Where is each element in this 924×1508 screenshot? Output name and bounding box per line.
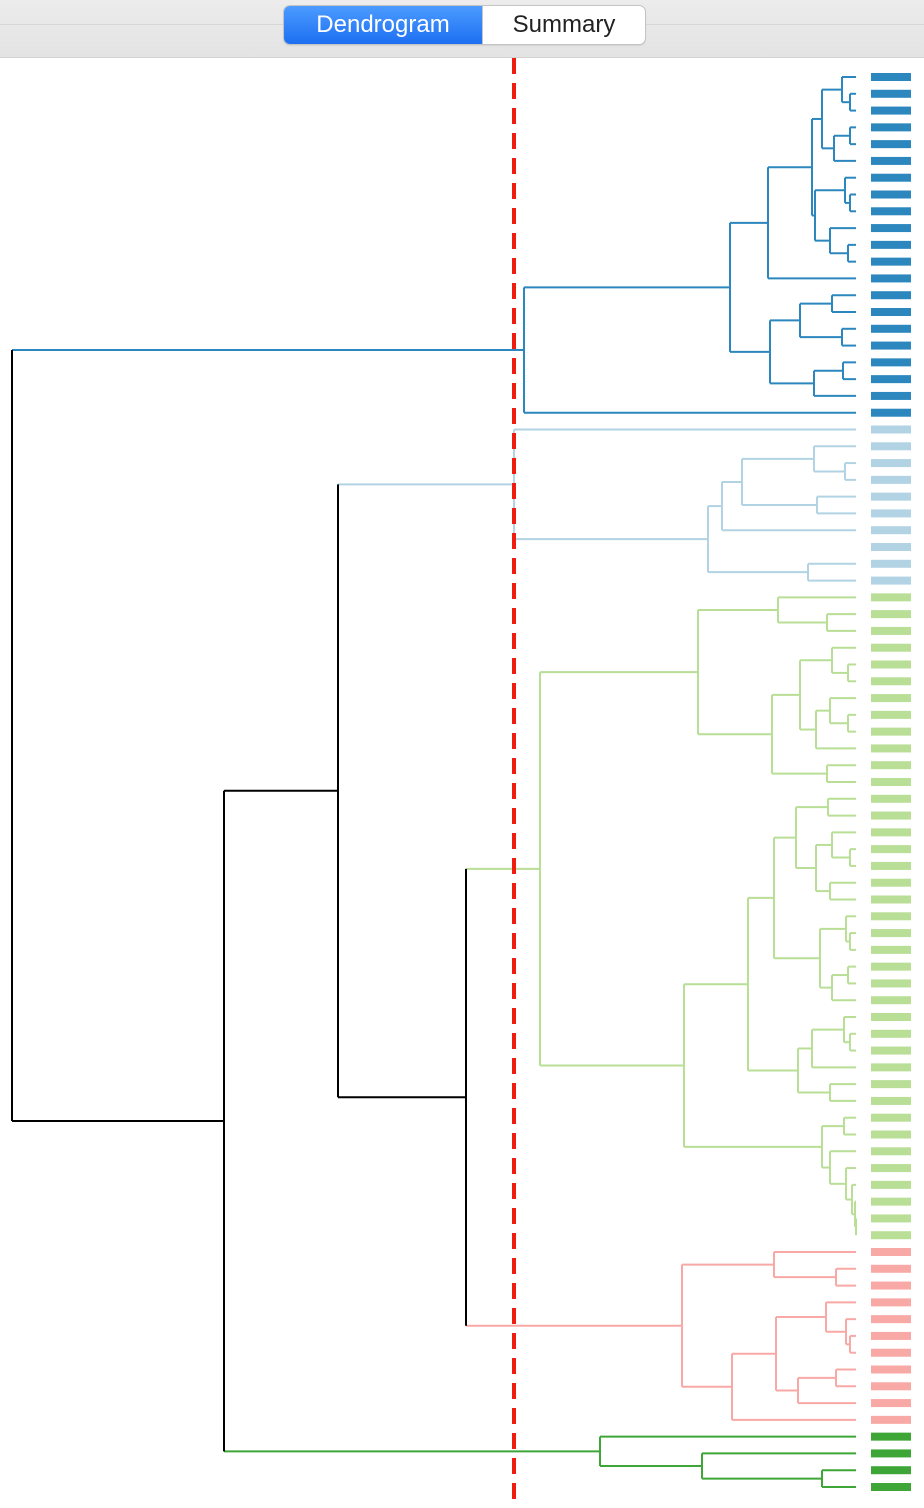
leaf-marker [871, 626, 911, 635]
leaf-marker [871, 1180, 911, 1189]
leaf-marker [871, 391, 911, 400]
leaf-marker [871, 811, 911, 820]
leaf-marker [871, 509, 911, 518]
leaf-marker [871, 1248, 911, 1256]
leaf-marker [871, 106, 911, 115]
leaf-marker [871, 996, 911, 1005]
leaf-marker [871, 761, 911, 770]
leaf-marker [871, 543, 911, 551]
leaf-marker [871, 425, 911, 434]
dendrogram-links [11, 76, 857, 1488]
leaf-marker [871, 1113, 911, 1122]
leaf-marker [871, 962, 911, 971]
leaf-marker [871, 1214, 911, 1223]
leaf-marker [871, 643, 911, 652]
leaf-marker [871, 1399, 911, 1408]
leaf-marker [871, 1298, 911, 1307]
leaf-marker [871, 140, 911, 149]
leaf-marker [871, 1231, 911, 1240]
leaf-marker [871, 1382, 911, 1391]
leaf-marker [871, 828, 911, 837]
leaf-marker [871, 526, 911, 535]
leaf-marker [871, 1080, 911, 1089]
leaf-marker [871, 1315, 911, 1324]
leaf-marker [871, 576, 911, 585]
leaf-marker [871, 593, 911, 602]
leaf-markers [871, 73, 911, 1491]
leaf-marker [871, 274, 911, 283]
leaf-marker [871, 475, 911, 484]
leaf-marker [871, 240, 911, 249]
leaf-marker [871, 660, 911, 669]
leaf-marker [871, 1029, 911, 1038]
leaf-marker [871, 1130, 911, 1139]
view-switcher: Dendrogram Summary [283, 5, 646, 45]
leaf-marker [871, 610, 911, 619]
leaf-marker [871, 710, 911, 719]
leaf-marker [871, 224, 911, 233]
leaf-marker [871, 1483, 911, 1491]
leaf-marker [871, 1466, 911, 1475]
leaf-marker [871, 1365, 911, 1374]
leaf-marker [871, 895, 911, 904]
tab-summary[interactable]: Summary [482, 6, 645, 44]
leaf-marker [871, 1331, 911, 1340]
leaf-marker [871, 1164, 911, 1173]
leaf-marker [871, 1147, 911, 1156]
leaf-marker [871, 1096, 911, 1105]
leaf-marker [871, 912, 911, 921]
leaf-marker [871, 1415, 911, 1424]
leaf-marker [871, 123, 911, 132]
dendrogram-plot [11, 58, 911, 1508]
tab-dendrogram[interactable]: Dendrogram [284, 6, 482, 44]
leaf-marker [871, 794, 911, 803]
leaf-marker [871, 73, 911, 81]
toolbar: Dendrogram Summary [0, 0, 924, 58]
leaf-marker [871, 778, 911, 786]
leaf-marker [871, 878, 911, 887]
leaf-marker [871, 559, 911, 568]
leaf-marker [871, 1348, 911, 1357]
leaf-marker [871, 945, 911, 954]
leaf-marker [871, 341, 911, 350]
leaf-marker [871, 324, 911, 333]
leaf-marker [871, 979, 911, 988]
leaf-marker [871, 408, 911, 417]
leaf-marker [871, 257, 911, 266]
leaf-marker [871, 308, 911, 316]
leaf-marker [871, 694, 911, 703]
leaf-marker [871, 291, 911, 300]
leaf-marker [871, 727, 911, 736]
leaf-marker [871, 442, 911, 451]
leaf-marker [871, 190, 911, 199]
leaf-marker [871, 744, 911, 753]
leaf-marker [871, 1063, 911, 1072]
leaf-marker [871, 207, 911, 216]
leaf-marker [871, 358, 911, 367]
leaf-marker [871, 173, 911, 182]
leaf-marker [871, 492, 911, 501]
leaf-marker [871, 845, 911, 854]
leaf-marker [871, 1432, 911, 1441]
leaf-marker [871, 89, 911, 98]
leaf-marker [871, 1197, 911, 1206]
leaf-marker [871, 1449, 911, 1458]
leaf-marker [871, 459, 911, 468]
leaf-marker [871, 929, 911, 938]
leaf-marker [871, 1264, 911, 1273]
leaf-marker [871, 677, 911, 686]
leaf-marker [871, 156, 911, 165]
leaf-marker [871, 375, 911, 384]
leaf-marker [871, 861, 911, 870]
leaf-marker [871, 1013, 911, 1021]
leaf-marker [871, 1046, 911, 1055]
leaf-marker [871, 1281, 911, 1290]
